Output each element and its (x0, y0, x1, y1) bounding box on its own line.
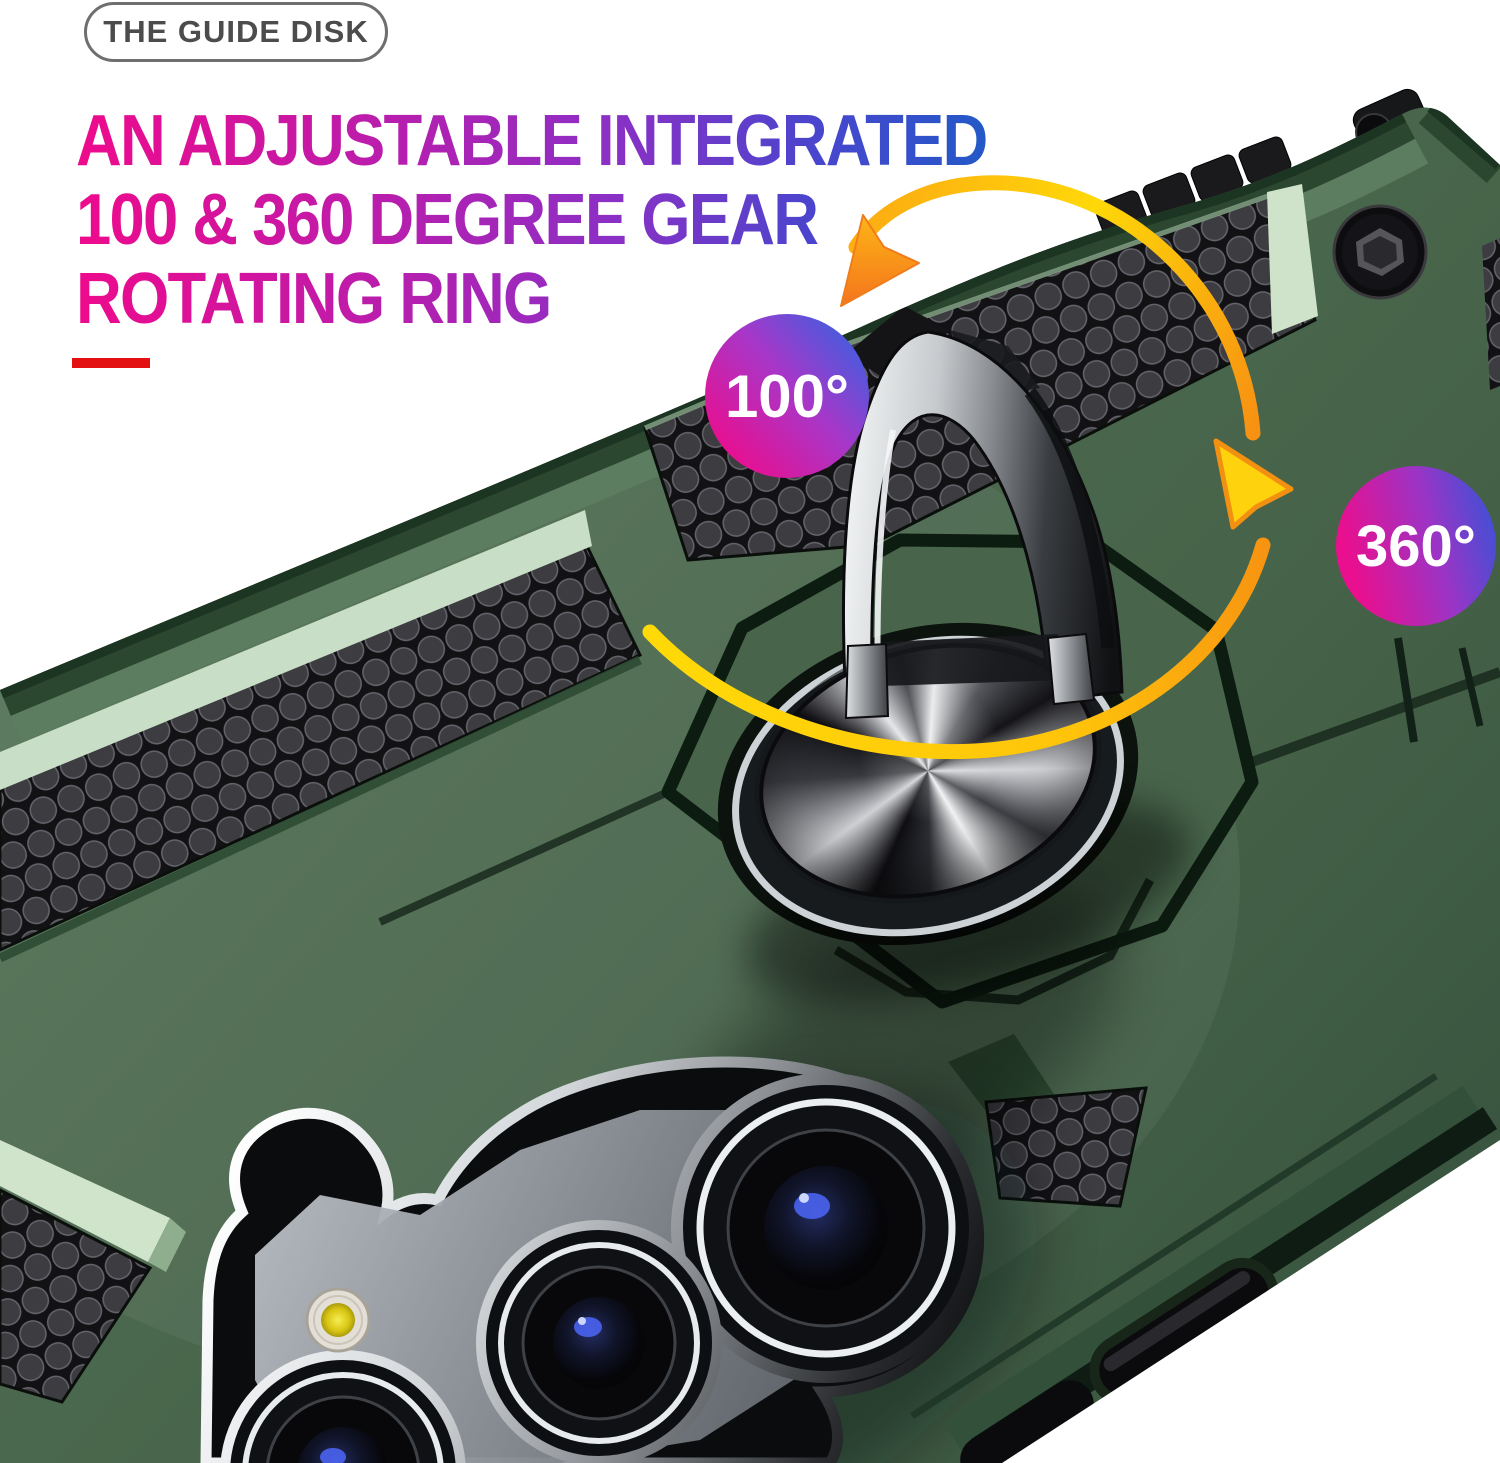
rotation-sweep-arrow-icon (642, 438, 1294, 760)
callout-100-degree: 100° (705, 314, 869, 478)
camera-module (200, 1056, 1037, 1463)
side-key-2 (960, 1380, 1094, 1463)
headline: AN ADJUSTABLE INTEGRATED 100 & 360 DEGRE… (76, 102, 987, 339)
mint-accent-left (0, 510, 592, 790)
mint-accent-right (1267, 184, 1318, 334)
hex-screw-icon (1332, 204, 1428, 300)
callout-360-degree: 360° (1336, 466, 1496, 626)
camera-lens-1 (671, 1073, 981, 1383)
headline-line-2: 100 & 360 DEGREE GEAR (76, 180, 818, 260)
ring-arch (841, 306, 1124, 704)
ring-hinge (844, 632, 1096, 720)
callout-100-label: 100° (724, 362, 850, 430)
headline-line-1: AN ADJUSTABLE INTEGRATED (76, 101, 987, 181)
callout-360-label: 360° (1356, 513, 1476, 579)
bottom-right-edge (910, 1073, 1498, 1463)
title-badge-label: THE GUIDE DISK (103, 14, 369, 49)
camera-lens-2 (476, 1220, 722, 1463)
camera-flash-icon (305, 1287, 371, 1353)
camera-lens-3 (220, 1350, 466, 1463)
mint-accent-bottom (0, 1140, 170, 1262)
background-cutout (1002, 1140, 1500, 1463)
side-key (1099, 1267, 1269, 1397)
headline-line-3: ROTATING RING (76, 259, 551, 339)
armor-grooves (0, 637, 1500, 963)
tilt-arrow-icon (840, 175, 1261, 441)
title-badge: THE GUIDE DISK (84, 2, 388, 62)
red-accent-dash (72, 358, 150, 368)
